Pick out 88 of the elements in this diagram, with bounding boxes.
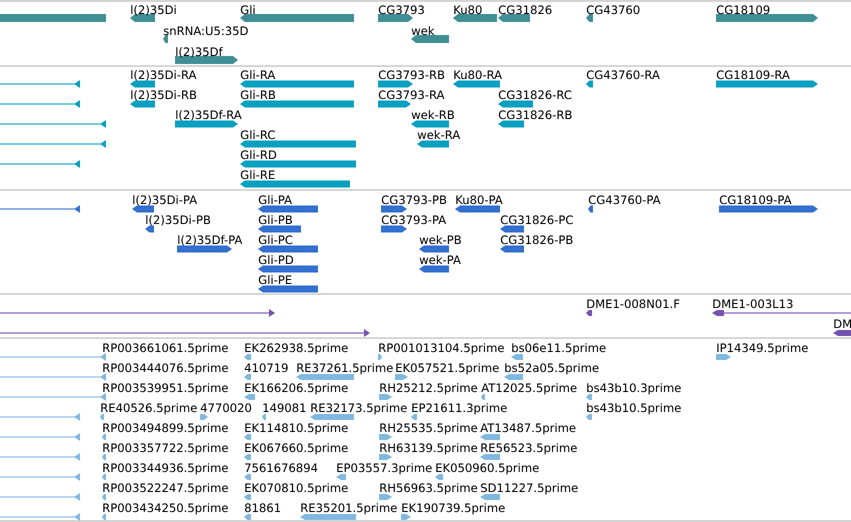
feature-label: RH25535.5prime	[380, 423, 478, 434]
feature-label: CG43760-PA	[588, 195, 660, 204]
feature-label: bs52a05.5prime	[505, 363, 598, 374]
feature-label: l(2)35Di	[131, 5, 176, 16]
feature-label: Gli	[240, 5, 255, 14]
feature-label: Gli-RC	[240, 130, 275, 140]
feature-label: CG3793-PA	[382, 215, 446, 224]
feature-label: RP003494899.5prime	[103, 423, 228, 434]
feature-label: CG31826	[498, 5, 552, 14]
feature-label: EK057521.5prime	[396, 363, 499, 374]
feature-label: l(2)35Di-PB	[146, 215, 210, 226]
feature-label: EK067660.5prime	[245, 443, 348, 454]
feature-label: Gli-PB	[258, 215, 292, 224]
feature-label: EK070810.5prime	[245, 483, 348, 494]
feature-label: Gli-PA	[258, 195, 292, 204]
feature-label: 149081	[263, 403, 306, 412]
feature-label: SD11227.5prime	[480, 483, 578, 494]
feature-label: Gli-RE	[240, 170, 274, 180]
feature-label: 81861	[245, 503, 280, 512]
feature-label: CG18109-PA	[720, 195, 792, 204]
feature-label: CG3793-PB	[382, 195, 446, 204]
feature-label: DM	[834, 320, 851, 328]
feature-label: RE40526.5prime	[101, 403, 197, 414]
feature-label: 410719	[244, 363, 288, 372]
feature-label: CG43760	[586, 5, 640, 14]
feature-label: l(2)35Df-PA	[178, 235, 242, 246]
feature-label: RP003661061.5prime	[103, 343, 228, 354]
feature-label: Gli-RD	[240, 150, 276, 160]
feature-label: RP001013104.5prime	[379, 343, 504, 354]
feature-label: AT13487.5prime	[480, 423, 576, 434]
feature-label: bs43b10.3prime	[587, 383, 681, 394]
feature-label: Ku80	[454, 5, 482, 14]
feature-label: CG31826-RB	[498, 110, 572, 120]
feature-label: EK166206.5prime	[245, 383, 348, 394]
feature-label: RH56963.5prime	[380, 483, 478, 494]
feature-label: CG3793-RB	[378, 70, 444, 80]
feature-label: EP03557.3prime	[337, 463, 432, 474]
feature-label: CG31826-PC	[500, 215, 573, 224]
feature-label: Gli-RA	[240, 70, 276, 80]
feature-label: Gli-PE	[258, 275, 292, 284]
feature-label: RP003539951.5prime	[103, 383, 228, 394]
feature-label: RP003344936.5prime	[103, 463, 228, 474]
feature-label: l(2)35Df	[176, 47, 223, 58]
feature-label: l(2)35Di-RA	[131, 70, 196, 81]
feature-label: RP003434250.5prime	[103, 503, 228, 514]
feature-label: snRNA:U5:35D	[164, 26, 248, 36]
feature-label: RH25212.5prime	[380, 383, 478, 394]
feature-label: RE35201.5prime	[301, 503, 397, 514]
feature-label: Gli-PC	[258, 235, 292, 244]
feature-label: Gli-PD	[258, 255, 294, 264]
feature-label: EK262938.5prime	[245, 343, 348, 354]
feature-label: RE37261.5prime	[297, 363, 393, 374]
feature-label: RP003522247.5prime	[103, 483, 228, 494]
feature-label: wek	[412, 26, 434, 36]
feature-label: l(2)35Df-RA	[176, 110, 242, 121]
feature-label: RP003357722.5prime	[103, 443, 228, 454]
feature-label: AT12025.5prime	[481, 383, 576, 394]
feature-label: l(2)35Di-PA	[133, 195, 198, 206]
feature-label: RH63139.5prime	[380, 443, 478, 454]
feature-label: EP21611.3prime	[412, 403, 507, 414]
feature-label: CG18109-RA	[716, 70, 790, 80]
feature-label: CG31826-RC	[498, 90, 572, 100]
feature-label: Ku80-PA	[456, 195, 503, 204]
feature-label: RE56523.5prime	[481, 443, 577, 454]
feature-label: EK190739.5prime	[402, 503, 505, 514]
feature-label: 7561676894	[245, 463, 318, 472]
feature-label: 4770020	[200, 403, 252, 412]
feature-label: wek-PB	[420, 235, 461, 244]
feature-label: wek-RA	[418, 130, 460, 140]
feature-label: DME1-008N01.F	[587, 299, 680, 308]
feature-label: CG31826-PB	[500, 235, 572, 244]
feature-label: EK050960.5prime	[436, 463, 539, 474]
feature-label: CG3793-RA	[378, 90, 444, 100]
feature-label: RP003444076.5prime	[103, 363, 228, 374]
feature-label: Ku80-RA	[454, 70, 502, 80]
feature-label: DME1-003L13	[713, 299, 792, 308]
feature-label: bs06e11.5prime	[512, 343, 606, 354]
feature-label: bs43b10.5prime	[587, 403, 681, 414]
feature-label: IP14349.5prime	[717, 343, 808, 354]
feature-label: wek-RB	[412, 110, 454, 120]
feature-label: l(2)35Di-RB	[131, 90, 196, 101]
feature-label: Gli-RB	[240, 90, 276, 100]
feature-label: CG18109	[716, 5, 770, 14]
feature-label: CG43760-RA	[586, 70, 660, 80]
feature-label: CG3793	[378, 5, 424, 14]
feature-label: EK114810.5prime	[245, 423, 348, 434]
feature-label: RE32173.5prime	[311, 403, 407, 414]
feature-label: wek-PA	[420, 255, 461, 264]
